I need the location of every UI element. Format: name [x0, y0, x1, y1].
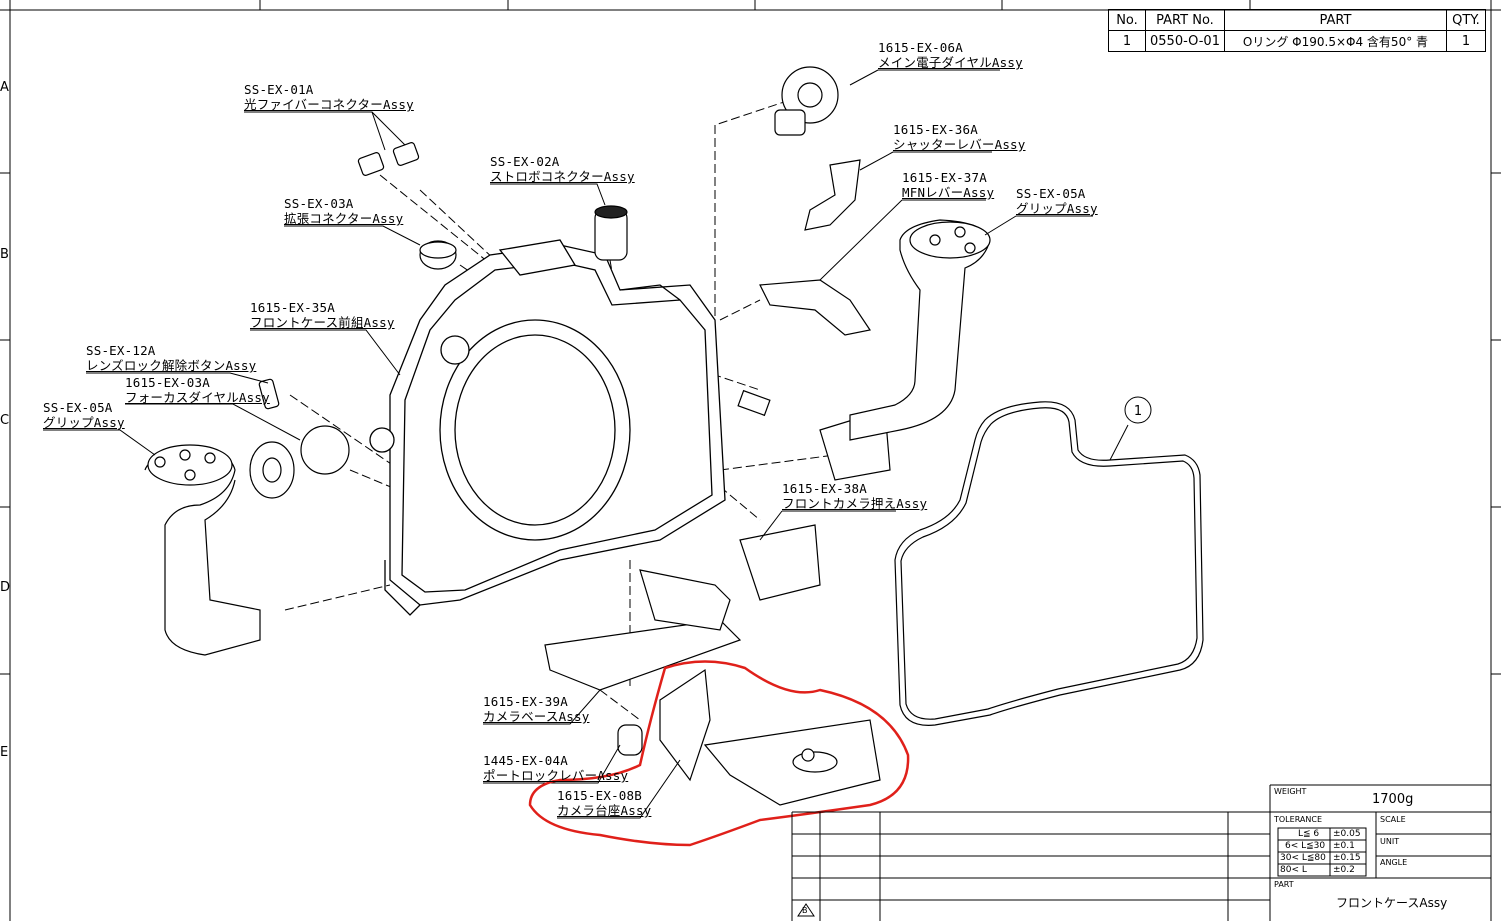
callout-name: シャッターレバーAssy — [893, 137, 1026, 152]
leader-lines — [43, 69, 1129, 819]
tolerance-range-4: 80< L — [1280, 865, 1307, 875]
callout-name: ストロボコネクターAssy — [490, 169, 635, 184]
callout-code: SS-EX-12A — [86, 343, 156, 358]
callout-ss-ex-12a: SS-EX-12A レンズロック解除ボタンAssy — [86, 343, 256, 373]
tolerance-range-2: 6< L≦30 — [1285, 841, 1326, 851]
tolerance-value-2: ±0.1 — [1333, 841, 1355, 851]
callout-1615-ex-06a: 1615-EX-06A メイン電子ダイヤルAssy — [878, 40, 1023, 70]
callout-name: 光ファイバーコネクターAssy — [244, 97, 414, 112]
tolerance-range-1: L≦ 6 — [1298, 829, 1320, 839]
weight-value: 1700g — [1372, 792, 1414, 807]
callout-1615-ex-39a: 1615-EX-39A カメラベースAssy — [483, 694, 589, 724]
callout-1445-ex-04a: 1445-EX-04A ポートロックレバーAssy — [483, 753, 628, 783]
callout-code: 1615-EX-03A — [125, 375, 210, 390]
tolerance-range-3: 30< L≦80 — [1280, 853, 1326, 863]
callout-name: ポートロックレバーAssy — [483, 768, 629, 783]
zone-letter-c: C — [0, 413, 10, 428]
revision-mark: B — [802, 906, 808, 915]
callout-ss-ex-03a: SS-EX-03A 拡張コネクターAssy — [284, 196, 403, 226]
zone-letter-b: B — [0, 247, 9, 262]
zone-letter-e: E — [0, 745, 9, 760]
header-part-no: PART No. — [1145, 9, 1225, 31]
callout-name: MFNレバーAssy — [902, 185, 995, 200]
cell-no: 1 — [1108, 30, 1146, 52]
tolerance-value-1: ±0.05 — [1333, 829, 1361, 839]
parts-table-header: No. PART No. PART QTY. — [1108, 9, 1486, 31]
part-value: フロントケースAssy — [1336, 896, 1448, 910]
scale-label: SCALE — [1380, 815, 1406, 824]
title-block-frame — [791, 784, 1491, 921]
callout-name: フロントカメラ押えAssy — [782, 496, 928, 511]
callout-name: カメラベースAssy — [483, 709, 590, 724]
callout-name: フォーカスダイヤルAssy — [125, 390, 270, 405]
callout-code: SS-EX-05A — [43, 400, 113, 415]
callout-code: 1615-EX-06A — [878, 40, 963, 55]
callout-code: SS-EX-02A — [490, 154, 560, 169]
callout-code: 1615-EX-36A — [893, 122, 978, 137]
callout-code: 1615-EX-35A — [250, 300, 335, 315]
weight-label: WEIGHT — [1274, 787, 1307, 796]
callout-name: 拡張コネクターAssy — [284, 211, 404, 226]
item-balloon-number: 1 — [1134, 404, 1142, 419]
o-ring-gasket — [894, 401, 1204, 726]
callout-name: カメラ台座Assy — [557, 803, 652, 818]
item-balloon — [1124, 396, 1152, 424]
callout-name: レンズロック解除ボタンAssy — [86, 358, 257, 373]
callout-code: SS-EX-01A — [244, 82, 314, 97]
cell-part-no: 0550-O-01 — [1145, 30, 1225, 52]
unit-label: UNIT — [1380, 837, 1400, 846]
tolerance-value-3: ±0.15 — [1333, 853, 1361, 863]
grips — [144, 219, 991, 656]
red-highlight-circle — [528, 660, 910, 847]
zone-letter-d: D — [0, 580, 11, 595]
callout-code: 1615-EX-08B — [557, 788, 642, 803]
tolerance-label: TOLERANCE — [1274, 815, 1323, 824]
callout-name: メイン電子ダイヤルAssy — [878, 55, 1023, 70]
callout-name: フロントケース前組Assy — [250, 315, 395, 330]
callout-ss-ex-02a: SS-EX-02A ストロボコネクターAssy — [490, 154, 635, 184]
tolerance-value-4: ±0.2 — [1333, 865, 1355, 875]
header-no: No. — [1108, 9, 1146, 31]
callout-code: 1615-EX-38A — [782, 481, 867, 496]
callout-name: グリップAssy — [1016, 201, 1098, 216]
angle-label: ANGLE — [1380, 858, 1408, 867]
front-case-body — [369, 239, 726, 616]
callout-1615-ex-38a: 1615-EX-38A フロントカメラ押えAssy — [782, 481, 927, 511]
callout-1615-ex-03a: 1615-EX-03A フォーカスダイヤルAssy — [125, 375, 270, 405]
callout-code: SS-EX-03A — [284, 196, 354, 211]
callout-1615-ex-35a: 1615-EX-35A フロントケース前組Assy — [250, 300, 395, 330]
callout-ss-ex-01a: SS-EX-01A 光ファイバーコネクターAssy — [244, 82, 414, 112]
part-label: PART — [1274, 880, 1294, 889]
parts-list-table: No. PART No. PART QTY. 1 0550-O-01 Oリング … — [1108, 9, 1486, 52]
cell-part: Oリング Φ190.5×Φ4 含有50° 青 — [1223, 30, 1447, 52]
callout-1615-ex-36a: 1615-EX-36A シャッターレバーAssy — [893, 122, 1026, 152]
table-row: 1 0550-O-01 Oリング Φ190.5×Φ4 含有50° 青 1 — [1108, 30, 1486, 52]
base-plates — [544, 524, 881, 806]
callout-code: 1615-EX-39A — [483, 694, 568, 709]
zone-letter-a: A — [0, 80, 9, 95]
cell-qty: 1 — [1445, 30, 1486, 52]
header-part: PART — [1223, 9, 1447, 31]
header-qty: QTY. — [1445, 9, 1486, 31]
callout-1615-ex-08b: 1615-EX-08B カメラ台座Assy — [557, 788, 651, 818]
callout-name: グリップAssy — [43, 415, 125, 430]
callout-1615-ex-37a: 1615-EX-37A MFNレバーAssy — [902, 170, 994, 200]
callout-ss-ex-05a-left: SS-EX-05A グリップAssy — [43, 400, 125, 430]
callout-ss-ex-05a-right: SS-EX-05A グリップAssy — [1016, 186, 1098, 216]
callout-code: SS-EX-05A — [1016, 186, 1086, 201]
callout-code: 1615-EX-37A — [902, 170, 987, 185]
callout-code: 1445-EX-04A — [483, 753, 568, 768]
